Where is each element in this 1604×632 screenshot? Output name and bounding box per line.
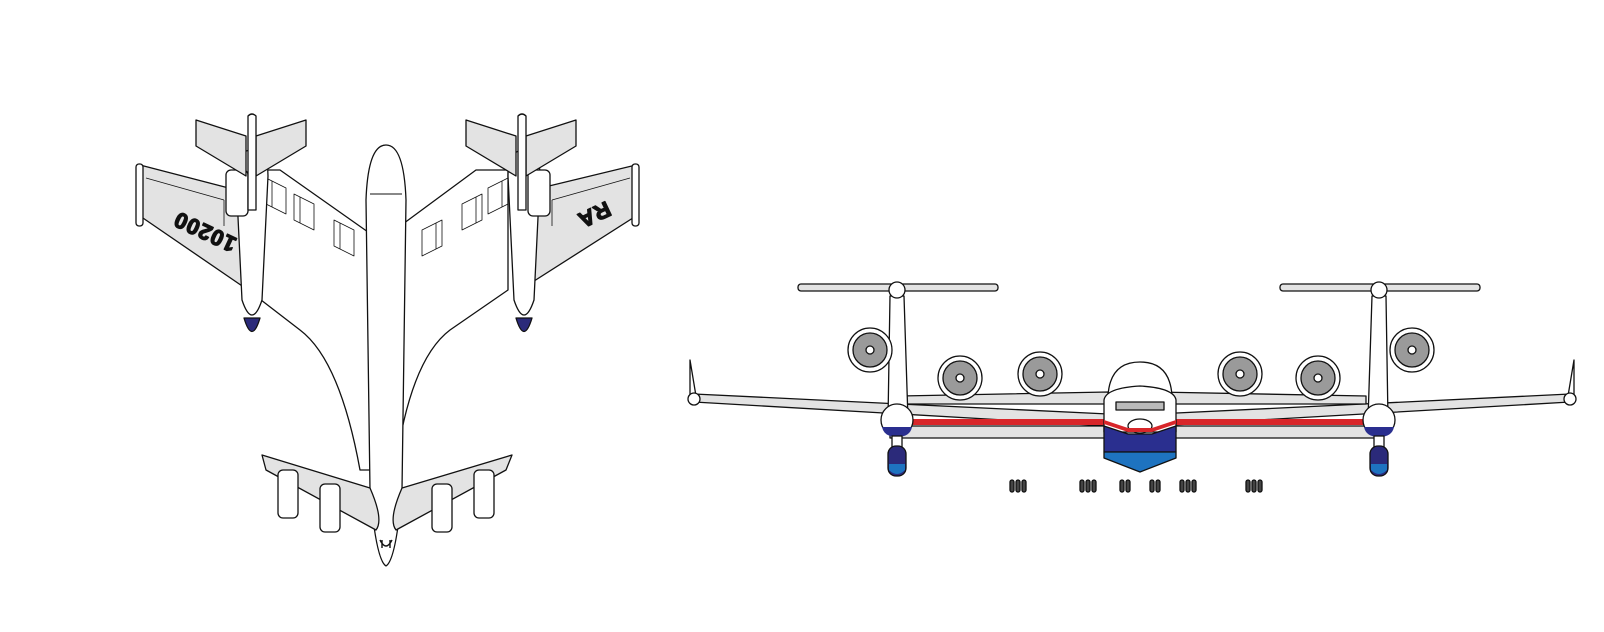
plan-right-tail [465, 113, 577, 211]
engine-fan-icon [1017, 351, 1063, 397]
front-view [687, 281, 1577, 493]
front-engine-fans [847, 327, 1435, 401]
plan-right-tip-float [631, 163, 640, 227]
engine-fan-icon [847, 327, 893, 373]
engine-fan-icon [937, 355, 983, 401]
plan-left-tip-float [135, 163, 144, 227]
engine-fan-icon [1389, 327, 1435, 373]
plan-left-tail [195, 113, 307, 211]
front-right-pod [1362, 403, 1396, 477]
front-right-wingtip [1567, 359, 1575, 397]
plan-nose-marking [379, 539, 393, 548]
plan-wing-panels [265, 177, 509, 257]
front-left-wingtip [689, 359, 697, 397]
cockpit-window [1115, 401, 1165, 411]
plan-view: 10200 RA [135, 113, 640, 567]
plan-fuselage [365, 144, 407, 567]
engine-fan-icon [1295, 355, 1341, 401]
front-right-tail [1279, 281, 1481, 421]
plan-canard-engines [277, 469, 495, 533]
engine-fan-icon [1217, 351, 1263, 397]
plan-left-engine-pod [225, 149, 269, 333]
front-left-pod [880, 403, 914, 477]
front-landing-gear [1009, 479, 1263, 493]
front-fuselage [1103, 361, 1177, 473]
front-left-tail [797, 281, 999, 421]
